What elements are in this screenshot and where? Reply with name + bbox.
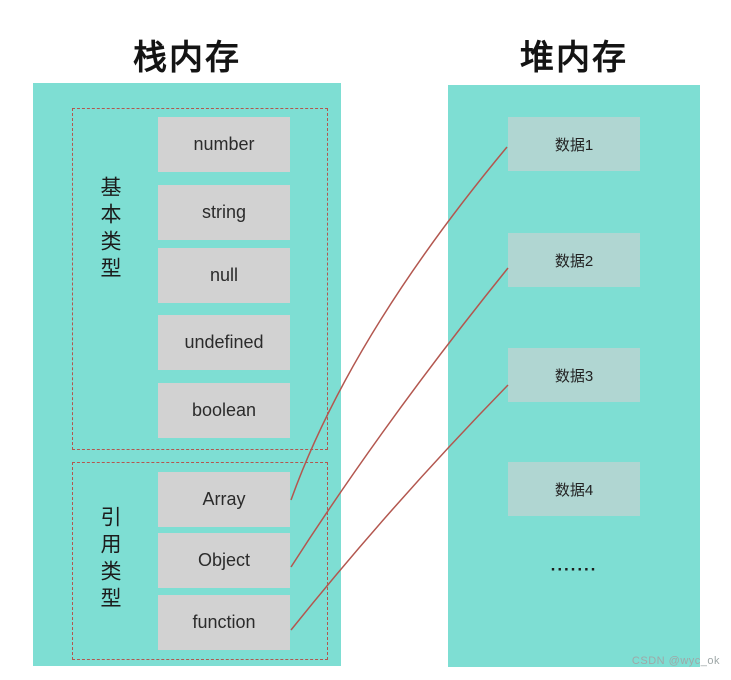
stack-box-number: number bbox=[158, 117, 290, 172]
watermark: CSDN @wyc_ok bbox=[631, 655, 720, 667]
heap-memory-title: 堆内存 bbox=[520, 39, 628, 77]
primitive-types-label: 基本类型 bbox=[98, 176, 121, 284]
heap-box-data3: 数据3 bbox=[508, 348, 640, 402]
heap-box-data1: 数据1 bbox=[508, 117, 640, 171]
stack-memory-title: 栈内存 bbox=[133, 39, 241, 77]
heap-box-data4: 数据4 bbox=[508, 462, 640, 516]
heap-more-data-ellipsis: ······· bbox=[550, 560, 598, 579]
stack-box-object: Object bbox=[158, 533, 290, 588]
reference-types-label: 引用类型 bbox=[98, 506, 121, 614]
stack-box-array: Array bbox=[158, 472, 290, 527]
stack-box-undefined: undefined bbox=[158, 315, 290, 370]
stack-box-boolean: boolean bbox=[158, 383, 290, 438]
stack-box-null: null bbox=[158, 248, 290, 303]
stack-box-function: function bbox=[158, 595, 290, 650]
heap-box-data2: 数据2 bbox=[508, 233, 640, 287]
stack-box-string: string bbox=[158, 185, 290, 240]
